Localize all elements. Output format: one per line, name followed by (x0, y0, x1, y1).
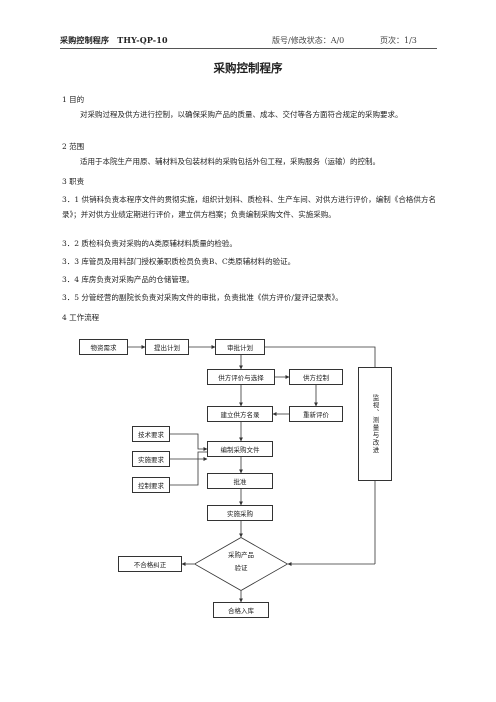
node-impl-req: 实施要求 (132, 451, 170, 467)
node-supplier-list: 建立供方名录 (207, 406, 273, 422)
verify-line-2: 验证 (234, 564, 248, 572)
node-approve: 批准 (207, 473, 273, 489)
node-accept: 合格入库 (213, 602, 269, 618)
node-supplier-control: 供方控制 (289, 369, 343, 385)
section-3-3: 3．3 库管员及用料部门授权兼职质检员负责B、C类原辅材料的验证。 (62, 257, 296, 266)
section-1-heading: 1 目的 (62, 95, 85, 104)
verify-line-1: 采购产品 (228, 551, 254, 559)
section-3-4: 3．4 库房负责对采购产品的仓储管理。 (62, 275, 194, 284)
section-2-text: 适用于本院生产用原、辅材料及包装材料的采购包括外包工程，采购服务（运输）的控制。 (80, 157, 380, 166)
node-monitor: 监视、测量与改进 (358, 367, 392, 481)
page-header: 采购控制程序 THY-QP-10 版号/修改状态：A/0 页次：1/3 (60, 34, 437, 49)
node-implement: 实施采购 (207, 505, 273, 521)
section-2-heading: 2 范围 (62, 142, 85, 151)
page-title: 采购控制程序 (213, 61, 283, 75)
node-material-demand: 物资需求 (79, 339, 128, 355)
section-1-text: 对采购过程及供方进行控制，以确保采购产品的质量、成本、交付等各方面符合规定的采购… (80, 110, 403, 119)
section-3-heading: 3 职责 (62, 177, 85, 186)
header-page: 页次：1/3 (380, 36, 417, 45)
section-3-1: 3．1 供销科负责本程序文件的贯彻实施，组织计划科、质检科、生产车间、对供方进行… (62, 195, 436, 219)
header-doc-code: THY-QP-10 (117, 35, 168, 45)
node-verify-label: 采购产品 验证 (194, 549, 288, 575)
node-re-eval: 重新评价 (289, 406, 343, 422)
node-compile-docs: 编制采购文件 (207, 441, 273, 457)
section-3-5: 3．5 分管经营的副院长负责对采购文件的审批，负责批准《供方评价/复评记录表》。 (62, 293, 343, 302)
header-doc-name: 采购控制程序 THY-QP-10 (60, 35, 168, 46)
node-ctrl-req: 控制要求 (132, 477, 170, 493)
node-supplier-eval: 供方评价与选择 (207, 369, 275, 385)
node-approve-plan: 审批计划 (215, 339, 265, 355)
header-version: 版号/修改状态：A/0 (272, 36, 345, 45)
node-nonconform: 不合格纠正 (118, 556, 182, 572)
section-4-heading: 4 工作流程 (62, 313, 100, 322)
node-verify-diamond (194, 537, 288, 591)
node-tech-req: 技术要求 (132, 426, 170, 442)
section-3-2: 3．2 质检科负责对采购的A类原辅材料质量的检验。 (62, 239, 237, 248)
node-submit-plan: 提出计划 (145, 339, 189, 355)
header-doc-title: 采购控制程序 (60, 35, 110, 45)
